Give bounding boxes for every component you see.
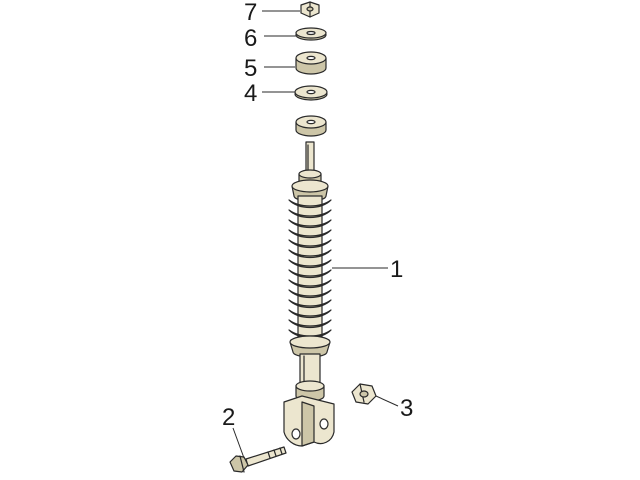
leader-2 [232, 427, 245, 459]
callout-7: 7 [244, 0, 257, 26]
upper-washer [295, 27, 327, 41]
spring-coils [288, 199, 332, 339]
leader-lines [232, 10, 399, 459]
callout-2: 2 [222, 404, 235, 431]
callout-3: 3 [400, 395, 413, 422]
callout-6: 6 [244, 25, 257, 52]
callout-labels: 7 6 5 4 1 2 3 [222, 0, 413, 431]
shock-absorber [283, 141, 335, 447]
top-nut [300, 1, 320, 18]
callout-4: 4 [244, 80, 257, 107]
lower-bushing [295, 115, 327, 137]
callout-1: 1 [390, 256, 403, 283]
callout-5: 5 [244, 55, 257, 82]
nut [351, 383, 377, 405]
rubber-bushing [295, 51, 327, 75]
bolt [229, 446, 287, 473]
leader-3 [375, 395, 399, 407]
lower-washer [294, 85, 328, 101]
